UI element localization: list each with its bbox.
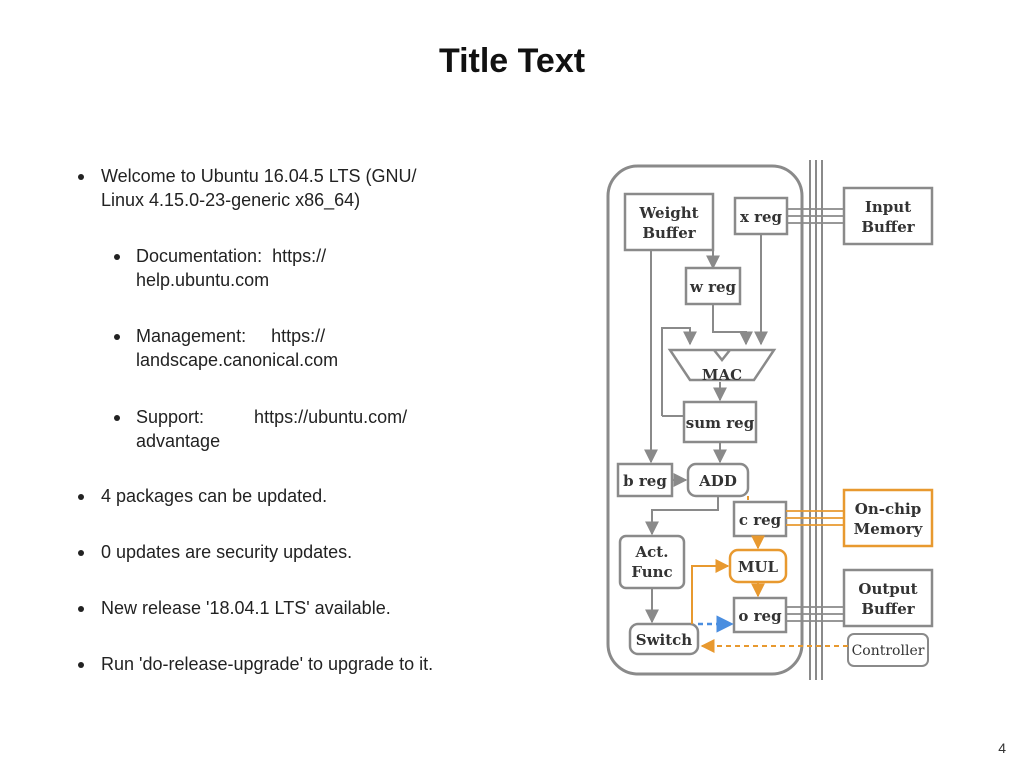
weight-buffer-label: Weight [638,204,698,222]
on-chip-memory-label: Memory [854,520,924,538]
memory-to-creg-bus [786,510,844,526]
w-reg-block: w reg [684,266,742,306]
bullet-dot-icon [114,334,120,340]
bullet-item: Support: https://ubuntu.com/ advantage [78,405,407,453]
bullet-text: Documentation: https:// help.ubuntu.com [136,246,327,290]
switch-label: Switch [636,631,693,649]
bullet-item: Run 'do-release-upgrade' to upgrade to i… [78,652,433,676]
mac-label: MAC [702,366,742,384]
act-func-block: Act. Func [618,534,686,590]
bullet-dot-icon [78,494,84,500]
sum-reg-label: sum reg [686,414,755,432]
bullet-text: 0 updates are security updates. [101,542,353,562]
bullet-dot-icon [78,606,84,612]
output-buffer-label: Output [858,580,917,598]
mul-label: MUL [738,558,779,576]
page-number: 4 [998,740,1006,756]
bullet-item: Documentation: https:// help.ubuntu.com [78,244,326,292]
on-chip-memory-label: On-chip [855,500,921,518]
act-func-label: Func [631,563,672,581]
pe-container [606,164,804,676]
weight-buffer-label: Buffer [642,224,696,242]
controller-label: Controller [852,643,925,659]
memory-path-arrows [691,496,765,624]
bullet-item: 0 updates are security updates. [78,540,352,564]
bullet-item: Management: https:// landscape.canonical… [78,324,338,372]
system-bus [809,160,823,680]
accelerator-diagram: Weight Buffer x reg Input Buffer w reg M… [606,160,934,680]
bullet-text: Welcome to Ubuntu 16.04.5 LTS (GNU/ Linu… [101,166,417,210]
w-reg-label: w reg [689,278,737,296]
c-reg-block: c reg [732,500,788,538]
bullet-dot-icon [114,254,120,260]
mul-unit: MUL [728,548,788,584]
input-to-xreg-bus [787,208,844,224]
bullet-dot-icon [78,550,84,556]
slide-title: Title Text [438,42,586,80]
bullet-item: Welcome to Ubuntu 16.04.5 LTS (GNU/ Linu… [78,164,416,212]
add-label: ADD [698,472,737,490]
add-unit: ADD [686,462,750,498]
input-buffer-block: Input Buffer [842,186,934,246]
bullet-dot-icon [78,174,84,180]
b-reg-label: b reg [623,472,667,490]
on-chip-memory-block: On-chip Memory [842,488,934,548]
b-reg-block: b reg [616,462,674,498]
datapath-arrows [644,234,768,624]
input-buffer-label: Input [865,198,911,216]
switch-unit: Switch [628,622,700,656]
o-reg-label: o reg [738,607,782,625]
bullet-text: New release '18.04.1 LTS' available. [101,598,391,618]
output-buffer-block: Output Buffer [842,568,934,628]
bullet-text: Support: https://ubuntu.com/ advantage [136,407,408,451]
x-reg-label: x reg [740,208,783,226]
mac-unit: MAC [667,348,777,384]
bullet-dot-icon [78,662,84,668]
act-func-label: Act. [635,543,669,561]
x-reg-block: x reg [733,196,789,236]
controller-block: Controller [847,633,929,667]
bullet-text: 4 packages can be updated. [101,486,328,506]
output-buffer-label: Buffer [861,600,915,618]
sum-reg-block: sum reg [682,400,758,444]
bullet-dot-icon [114,415,120,421]
weight-buffer-block: Weight Buffer [623,192,715,252]
bullet-item: 4 packages can be updated. [78,484,327,508]
oreg-to-output-bus [786,606,844,622]
bullet-text: Run 'do-release-upgrade' to upgrade to i… [101,654,434,674]
o-reg-block: o reg [732,596,788,634]
c-reg-label: c reg [739,511,782,529]
bullet-item: New release '18.04.1 LTS' available. [78,596,391,620]
input-buffer-label: Buffer [861,218,915,236]
bullet-text: Management: https:// landscape.canonical… [136,326,339,370]
